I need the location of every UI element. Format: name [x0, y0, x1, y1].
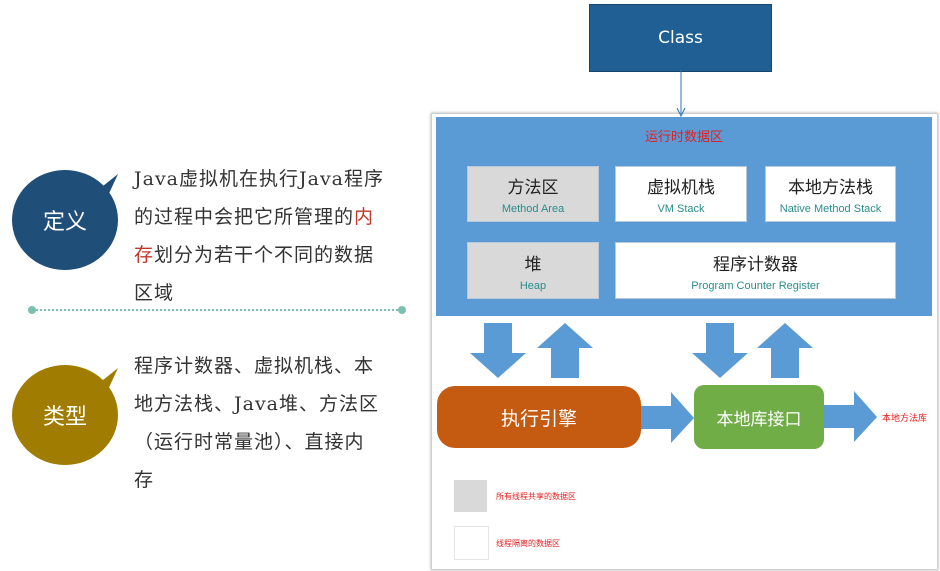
legend-shared-swatch — [454, 480, 487, 512]
native-arrow-up — [757, 323, 813, 378]
vm-stack-title: 虚拟机栈 — [647, 178, 715, 198]
types-line-4: 存 — [134, 469, 155, 491]
definition-line-1: Java虚拟机在执行Java程序 — [134, 168, 385, 190]
types-line-1: 程序计数器、虚拟机栈、本 — [134, 355, 375, 377]
engine-arrow-down — [470, 323, 526, 378]
execution-engine-label: 执行引擎 — [500, 407, 577, 430]
class-box: Class — [589, 4, 772, 72]
native-interface-label: 本地库接口 — [716, 409, 802, 430]
divider — [32, 309, 402, 311]
types-line-2: 地方法栈、Java堆、方法区 — [134, 393, 380, 415]
program-counter-box: 程序计数器 Program Counter Register — [615, 242, 896, 299]
runtime-data-area-title: 运行时数据区 — [644, 130, 723, 145]
vm-stack-subtitle: VM Stack — [657, 203, 705, 215]
types-text: 程序计数器、虚拟机栈、本 地方法栈、Java堆、方法区 （运行时常量池）、直接内… — [134, 347, 394, 499]
types-bubble: 类型 — [12, 365, 118, 465]
execution-engine-box: 执行引擎 — [437, 386, 641, 448]
program-counter-title: 程序计数器 — [713, 254, 798, 275]
types-badge-label: 类型 — [42, 405, 87, 430]
native-method-stack-box: 本地方法栈 Native Method Stack — [765, 166, 896, 222]
program-counter-subtitle: Program Counter Register — [691, 279, 820, 292]
types-line-3: （运行时常量池）、直接内 — [134, 431, 365, 453]
legend-private-swatch — [454, 526, 489, 560]
engine-to-interface-arrow — [641, 392, 694, 443]
definition-line-3: 存划分为若干个不同的数据 — [134, 244, 375, 266]
class-label: Class — [658, 28, 703, 48]
definition-text: Java虚拟机在执行Java程序 的过程中会把它所管理的内 存划分为若干个不同的… — [134, 160, 394, 312]
definition-bubble-tail — [88, 174, 118, 200]
types-bubble-tail — [88, 368, 118, 394]
heap-box: 堆 Heap — [467, 242, 599, 299]
heap-title: 堆 — [524, 254, 542, 275]
native-interface-box: 本地库接口 — [694, 385, 824, 449]
method-area-title: 方法区 — [507, 178, 559, 198]
legend-private-label: 线程隔离的数据区 — [496, 539, 560, 548]
native-arrow-down — [692, 323, 748, 378]
interface-to-library-arrow — [824, 391, 877, 442]
class-to-runtime-arrow — [676, 70, 686, 118]
method-area-subtitle: Method Area — [501, 203, 565, 215]
divider-dot-right — [398, 306, 406, 314]
vm-stack-box: 虚拟机栈 VM Stack — [615, 166, 747, 222]
engine-arrow-up — [537, 323, 593, 378]
definition-line-2: 的过程中会把它所管理的内 — [134, 206, 375, 228]
heap-subtitle: Heap — [519, 279, 547, 292]
method-area-box: 方法区 Method Area — [467, 166, 599, 222]
native-method-stack-subtitle: Native Method Stack — [779, 203, 882, 215]
native-library-label: 本地方法库 — [882, 414, 928, 424]
legend-shared-label: 所有线程共享的数据区 — [496, 492, 576, 501]
native-method-stack-title: 本地方法栈 — [788, 178, 873, 198]
definition-line-4: 区域 — [134, 282, 175, 304]
definition-bubble: 定义 — [12, 170, 118, 270]
definition-badge-label: 定义 — [42, 210, 87, 235]
